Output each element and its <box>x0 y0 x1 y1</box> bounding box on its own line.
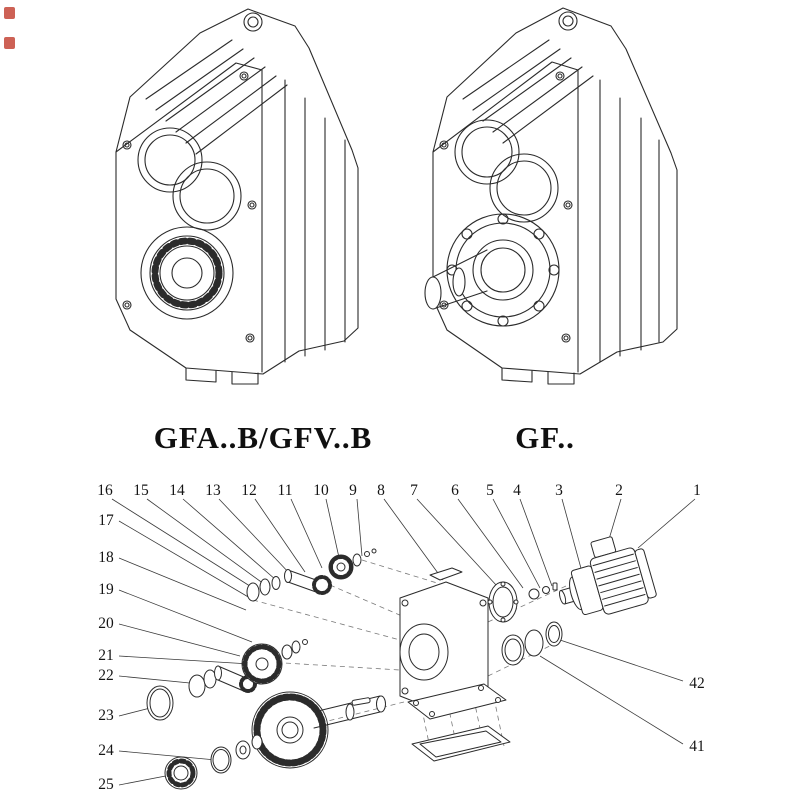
gear-housing-body <box>399 567 489 715</box>
callout-18: 18 <box>98 549 114 566</box>
input-shaft-small-parts <box>246 548 377 602</box>
side-ribs <box>284 79 346 363</box>
callout-leader-lines <box>111 498 696 786</box>
callout-6: 6 <box>451 482 459 499</box>
model-label-right: GF.. <box>515 420 575 455</box>
callout-8: 8 <box>377 482 385 499</box>
side-ribs <box>599 79 660 363</box>
callout-1: 1 <box>693 482 701 499</box>
callout-13: 13 <box>205 482 221 499</box>
callout-15: 15 <box>133 482 149 499</box>
mounting-feet <box>185 367 259 385</box>
output-flange <box>446 213 560 327</box>
callout-23: 23 <box>98 707 114 724</box>
callout-22: 22 <box>98 667 114 684</box>
red-stamp-mark-1 <box>4 7 15 19</box>
lifting-eye-hole <box>562 15 574 27</box>
callout-5: 5 <box>486 482 494 499</box>
small-fasteners <box>528 582 558 600</box>
output-bearing-parts <box>164 734 263 790</box>
callout-10: 10 <box>313 482 329 499</box>
gearbox-right-drawing <box>424 7 678 385</box>
cooling-fins <box>462 39 594 144</box>
callout-25: 25 <box>98 776 114 793</box>
callout-11: 11 <box>277 482 293 499</box>
callout-41: 41 <box>689 738 705 755</box>
housing-outline <box>432 7 678 375</box>
front-face-edges <box>432 61 579 373</box>
input-flange-gasket <box>487 581 519 623</box>
exploded-parts <box>146 536 657 790</box>
input-bores <box>137 127 242 231</box>
lifting-eye-hole <box>247 16 259 28</box>
callout-9: 9 <box>349 482 357 499</box>
callout-12: 12 <box>241 482 257 499</box>
callout-3: 3 <box>555 482 563 499</box>
electric-motor <box>558 536 657 616</box>
callout-19: 19 <box>98 581 114 598</box>
callout-20: 20 <box>98 615 114 632</box>
output-bearing-face <box>140 226 234 320</box>
callout-7: 7 <box>410 482 418 499</box>
callout-14: 14 <box>169 482 185 499</box>
corner-screws <box>122 71 257 343</box>
callout-24: 24 <box>98 742 114 759</box>
gearbox-left-drawing <box>115 8 359 385</box>
lifting-eye-boss <box>243 12 263 32</box>
model-label-left: GFA..B/GFV..B <box>153 420 373 455</box>
mounting-feet <box>501 367 575 385</box>
callout-42: 42 <box>689 675 705 692</box>
callout-4: 4 <box>513 482 521 499</box>
motor-side-rings <box>501 621 563 666</box>
callout-16: 16 <box>97 482 113 499</box>
callout-2: 2 <box>615 482 623 499</box>
input-bores <box>454 119 559 223</box>
red-stamp-mark-2 <box>4 37 15 49</box>
lifting-eye-boss <box>558 11 578 31</box>
callout-17: 17 <box>98 512 114 529</box>
housing-outline <box>115 8 359 375</box>
exploded-alignment-lines <box>252 559 567 749</box>
front-face-edges <box>115 62 263 373</box>
intermediate-shaft-assembly <box>146 639 308 721</box>
callout-21: 21 <box>98 647 114 664</box>
bottom-cover-plate <box>407 683 511 762</box>
output-gear-and-shaft <box>251 691 386 769</box>
corner-screws <box>439 71 573 343</box>
cooling-fins <box>145 39 288 155</box>
